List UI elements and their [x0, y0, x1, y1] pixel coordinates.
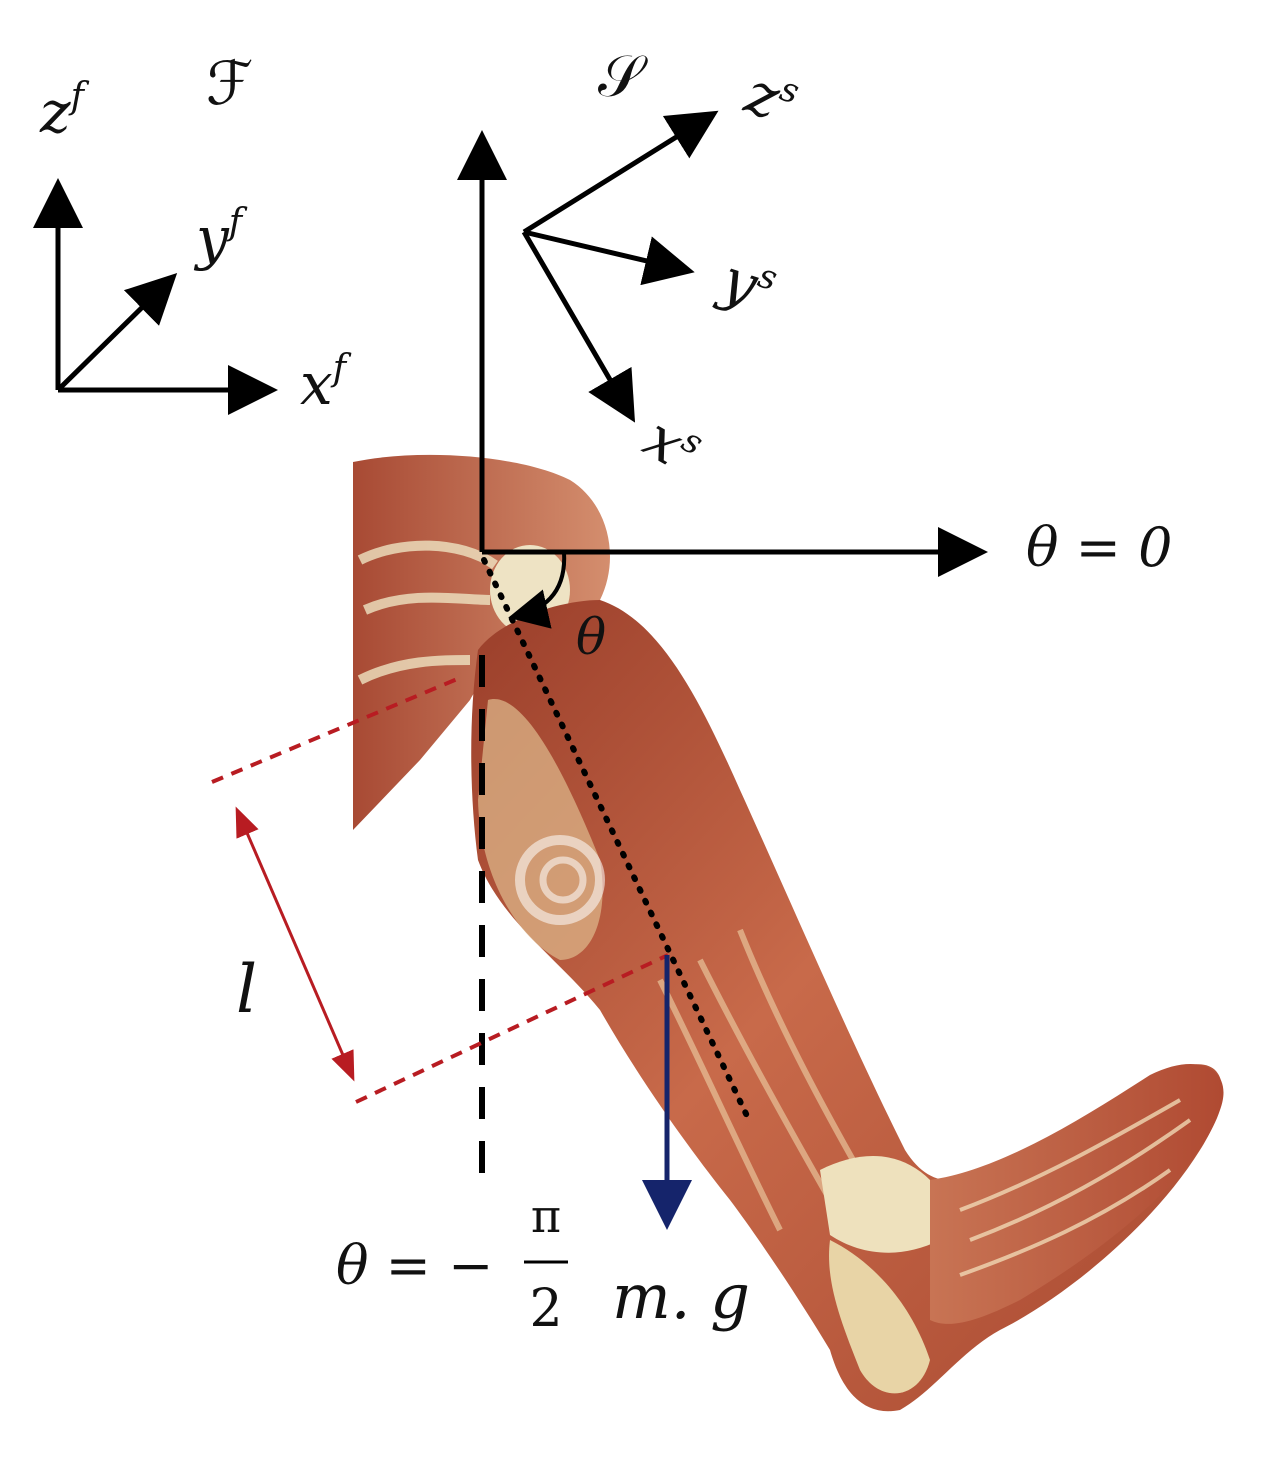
- fixed-frame: zf ℱ yf xf: [33, 49, 352, 418]
- theta-label: θ: [576, 608, 606, 666]
- length-ref-line-top: [211, 675, 463, 784]
- leg-axis-dotted: [481, 557, 751, 1121]
- theta-zero-label: θ = 0: [1026, 516, 1172, 579]
- segment-x-label: xs: [633, 403, 710, 487]
- theta-minus-half-pi-label: θ = − π 2: [336, 1189, 568, 1339]
- length-dimension-arrow: [235, 806, 355, 1082]
- segment-y-axis: [523, 229, 695, 286]
- segment-x-axis: [521, 230, 636, 423]
- fixed-y-label: yf: [193, 202, 248, 272]
- segment-z-label: zs: [737, 58, 805, 138]
- theta-arc: [508, 551, 567, 629]
- foot: [930, 1063, 1224, 1324]
- length-ref-line-bottom: [355, 953, 669, 1104]
- length-marker: l: [211, 675, 669, 1104]
- pi-numerator: π: [531, 1189, 561, 1243]
- fixed-y-axis: [56, 272, 178, 392]
- gravity-label: m. g: [612, 1260, 750, 1333]
- segment-frame-label: 𝒮: [598, 42, 648, 110]
- two-denominator: 2: [529, 1279, 562, 1339]
- length-label: l: [236, 951, 257, 1028]
- knee-reference: θ = 0 θ: [457, 130, 1172, 1180]
- fixed-x-label: xf: [300, 348, 352, 418]
- theta-minus-prefix: θ = −: [336, 1234, 493, 1297]
- gravity-force: m. g: [612, 955, 750, 1333]
- fixed-z-label: zf: [39, 76, 90, 146]
- segment-frame: 𝒮 zs ys xs: [521, 42, 805, 487]
- segment-y-label: ys: [711, 244, 783, 325]
- segment-z-axis: [522, 110, 719, 235]
- leg-illustration: [353, 454, 1224, 1412]
- fixed-frame-label: ℱ: [206, 49, 253, 119]
